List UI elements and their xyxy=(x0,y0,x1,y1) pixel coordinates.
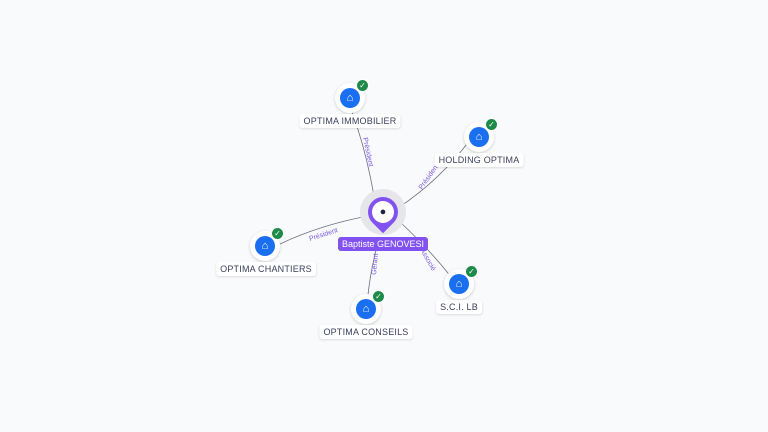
edge-label-chantiers: Président xyxy=(308,227,338,243)
building-icon: ⌂ xyxy=(255,236,275,256)
building-icon: ⌂ xyxy=(469,127,489,147)
check-icon: ✓ xyxy=(271,227,284,240)
edge-conseils xyxy=(367,249,377,296)
edge-chantiers xyxy=(279,215,369,245)
company-label[interactable]: HOLDING OPTIMA xyxy=(434,153,524,167)
company-label[interactable]: OPTIMA CHANTIERS xyxy=(216,262,316,276)
building-icon: ⌂ xyxy=(356,299,376,319)
company-node-chantiers[interactable]: ⌂✓ xyxy=(250,227,284,261)
check-icon: ✓ xyxy=(465,265,478,278)
person-icon: ● xyxy=(372,201,394,223)
company-node-immobilier[interactable]: ⌂✓ xyxy=(335,79,369,113)
check-icon: ✓ xyxy=(356,79,369,92)
center-label[interactable]: Baptiste GENOVESI xyxy=(337,237,429,251)
building-icon: ⌂ xyxy=(449,274,469,294)
company-label[interactable]: S.C.I. LB xyxy=(436,300,482,314)
edge-label-scilb: Associé xyxy=(418,248,436,273)
edge-label-immobilier: Président xyxy=(361,137,374,167)
company-label[interactable]: OPTIMA IMMOBILIER xyxy=(299,114,401,128)
company-node-holding[interactable]: ⌂✓ xyxy=(464,118,498,152)
company-node-scilb[interactable]: ⌂✓ xyxy=(444,265,478,299)
edge-label-conseils: Gérant xyxy=(371,253,380,275)
building-icon: ⌂ xyxy=(340,88,360,108)
edge-holding xyxy=(397,139,471,209)
check-icon: ✓ xyxy=(372,290,385,303)
company-node-conseils[interactable]: ⌂✓ xyxy=(351,290,385,324)
company-label[interactable]: OPTIMA CONSEILS xyxy=(319,325,413,339)
check-icon: ✓ xyxy=(485,118,498,131)
